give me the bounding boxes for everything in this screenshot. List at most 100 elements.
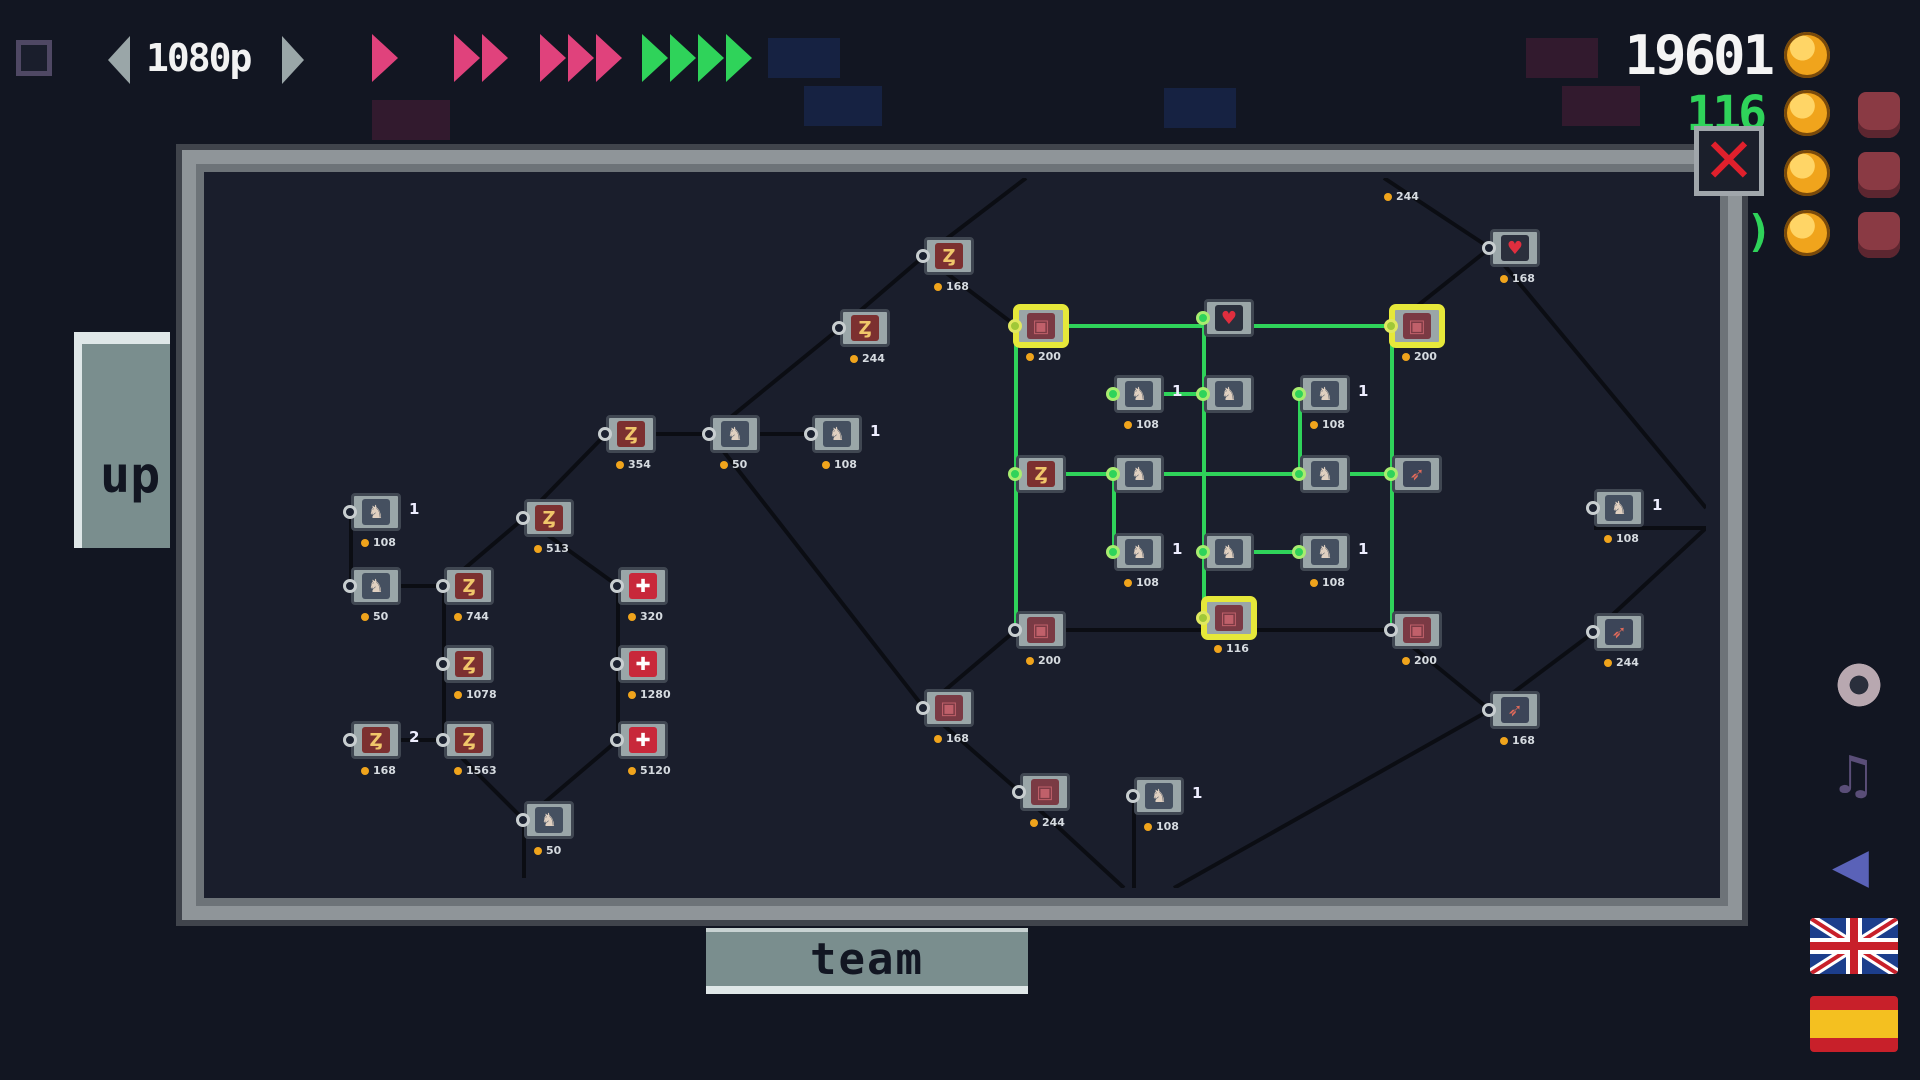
node-connector-dot xyxy=(610,579,624,593)
speed-boot-icon: Ȥ xyxy=(455,727,483,753)
skill-node[interactable]: ♞ xyxy=(524,801,574,839)
skill-node[interactable]: ♞ xyxy=(1300,375,1350,413)
knight-unit-icon: ♞ xyxy=(1215,381,1243,407)
node-price: 168 xyxy=(934,280,969,293)
upgrades-tab-label: up xyxy=(100,446,161,504)
skill-node[interactable]: ♞ xyxy=(1204,533,1254,571)
skill-node[interactable]: ♞ xyxy=(351,567,401,605)
skill-node[interactable]: Ȥ xyxy=(840,309,890,347)
skill-node[interactable]: Ȥ xyxy=(444,567,494,605)
node-price: 244 xyxy=(1604,656,1639,669)
node-price: 320 xyxy=(628,610,663,623)
node-price: 244 xyxy=(850,352,885,365)
node-price: 1563 xyxy=(454,764,497,777)
skill-node[interactable]: ▣ xyxy=(924,689,974,727)
upgrades-tab[interactable]: up xyxy=(74,332,170,548)
node-connector-dot xyxy=(516,511,530,525)
music-toggle-icon[interactable]: ♫ xyxy=(1830,746,1877,806)
fullscreen-toggle-button[interactable] xyxy=(16,40,52,76)
skill-node[interactable]: ♥ xyxy=(1204,299,1254,337)
gold-coin-icon xyxy=(1784,90,1830,136)
skill-node[interactable]: ♞ xyxy=(1114,455,1164,493)
node-connector-dot xyxy=(1196,611,1210,625)
shield-icon: ▣ xyxy=(935,695,963,721)
node-level: 1 xyxy=(870,422,881,440)
hidden-slot xyxy=(768,38,840,78)
skill-node[interactable]: ♞ xyxy=(710,415,760,453)
sound-toggle-icon[interactable]: ◀ xyxy=(1832,838,1869,894)
node-connector-dot xyxy=(343,505,357,519)
skill-node[interactable]: ♞ xyxy=(1114,375,1164,413)
speed-1x-button[interactable] xyxy=(372,30,398,86)
spanish-language-flag-button[interactable] xyxy=(1810,996,1898,1052)
resolution-next-button[interactable] xyxy=(282,36,304,84)
skill-node[interactable]: ➶ xyxy=(1490,691,1540,729)
node-level: 2 xyxy=(409,728,420,746)
node-connector-dot xyxy=(436,579,450,593)
speed-boot-icon: Ȥ xyxy=(455,573,483,599)
armor-icon xyxy=(1858,212,1900,258)
knight-unit-icon: ♞ xyxy=(1125,381,1153,407)
skill-node[interactable]: Ȥ xyxy=(351,721,401,759)
node-connector-dot xyxy=(916,249,930,263)
skill-node[interactable]: ✚ xyxy=(618,721,668,759)
node-connector-dot xyxy=(832,321,846,335)
settings-gear-icon[interactable] xyxy=(1834,660,1884,710)
skill-node[interactable]: ▣ xyxy=(1016,307,1066,345)
node-price: 50 xyxy=(534,844,561,857)
skill-node[interactable]: Ȥ xyxy=(444,721,494,759)
skill-node[interactable]: ♞ xyxy=(1594,489,1644,527)
skill-node[interactable]: Ȥ xyxy=(1016,455,1066,493)
close-panel-button[interactable]: ✕ xyxy=(1694,126,1764,196)
skill-node[interactable]: ♞ xyxy=(351,493,401,531)
shield-icon: ▣ xyxy=(1031,779,1059,805)
mage-unit-icon: ♞ xyxy=(1311,539,1339,565)
skill-node[interactable]: ▣ xyxy=(1020,773,1070,811)
armor-icon xyxy=(1858,152,1900,198)
node-connector-dot xyxy=(1106,467,1120,481)
speed-2x-button[interactable] xyxy=(454,30,508,86)
skill-node[interactable]: ♞ xyxy=(812,415,862,453)
skill-node[interactable]: ♞ xyxy=(1114,533,1164,571)
skill-node[interactable]: ✚ xyxy=(618,567,668,605)
node-connector-dot xyxy=(516,813,530,827)
warrior-unit-icon: ♞ xyxy=(721,421,749,447)
skill-node[interactable]: ▣ xyxy=(1016,611,1066,649)
skill-node[interactable]: ♞ xyxy=(1134,777,1184,815)
skill-node[interactable]: ♞ xyxy=(1300,533,1350,571)
skill-node[interactable]: ✚ xyxy=(618,645,668,683)
skill-node[interactable]: Ȥ xyxy=(606,415,656,453)
node-price: 200 xyxy=(1402,350,1437,363)
shield-icon xyxy=(1858,92,1900,138)
english-language-flag-button[interactable] xyxy=(1810,918,1898,974)
resolution-prev-button[interactable] xyxy=(108,36,130,84)
speed-4x-button[interactable] xyxy=(642,30,752,86)
node-connector-dot xyxy=(1292,387,1306,401)
speed-3x-button[interactable] xyxy=(540,30,622,86)
node-price: 108 xyxy=(1310,576,1345,589)
bow-icon: ➶ xyxy=(1403,461,1431,487)
skill-node[interactable]: ♞ xyxy=(1204,375,1254,413)
health-cross-icon: ✚ xyxy=(629,651,657,677)
skill-node[interactable]: Ȥ xyxy=(524,499,574,537)
skill-node[interactable]: Ȥ xyxy=(924,237,974,275)
node-price: 200 xyxy=(1026,654,1061,667)
skill-node[interactable]: Ȥ xyxy=(444,645,494,683)
node-price: 168 xyxy=(934,732,969,745)
archer-unit-icon: ♞ xyxy=(535,807,563,833)
node-price: 168 xyxy=(361,764,396,777)
health-cross-icon: ✚ xyxy=(629,727,657,753)
team-tab-label: team xyxy=(810,933,924,985)
skill-node[interactable]: ▣ xyxy=(1392,307,1442,345)
node-connector-dot xyxy=(702,427,716,441)
uk-flag-icon xyxy=(1810,918,1898,974)
skill-node[interactable]: ➶ xyxy=(1392,455,1442,493)
skill-node[interactable]: ♞ xyxy=(1300,455,1350,493)
team-tab[interactable]: team xyxy=(706,928,1028,994)
skill-node[interactable]: ♥ xyxy=(1490,229,1540,267)
skill-node[interactable]: ▣ xyxy=(1392,611,1442,649)
skill-tree-panel xyxy=(182,150,1742,920)
skill-node[interactable]: ➶ xyxy=(1594,613,1644,651)
skill-node[interactable]: ▣ xyxy=(1204,599,1254,637)
